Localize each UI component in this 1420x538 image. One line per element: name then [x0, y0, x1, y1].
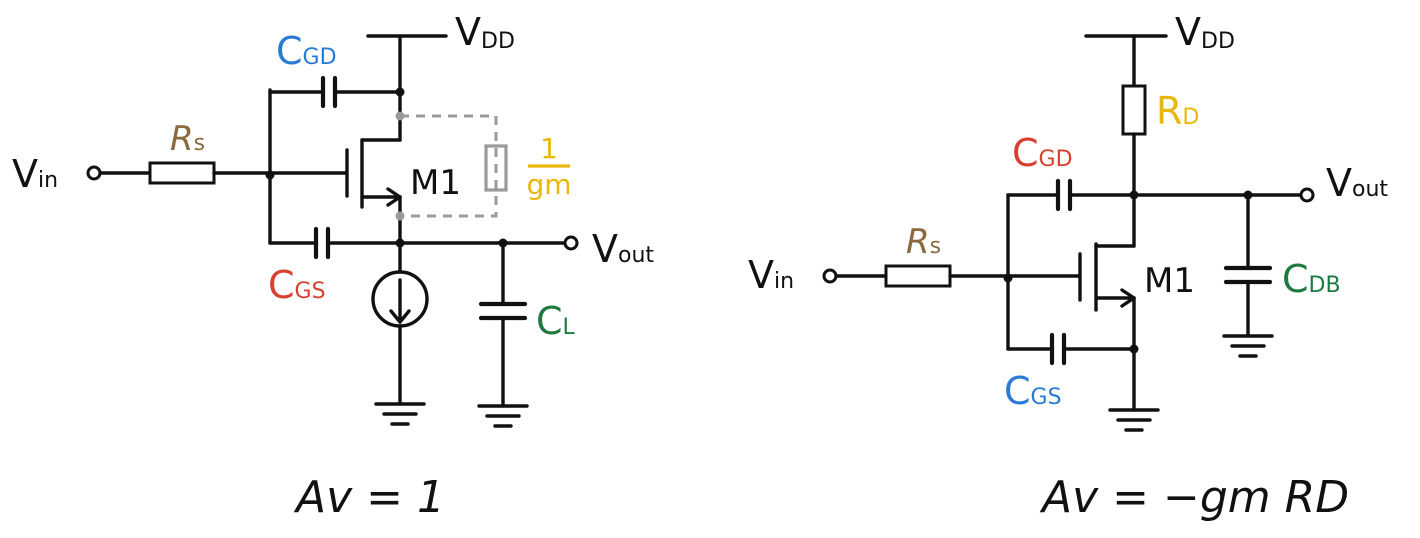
- gm-fraction-denominator: gm: [526, 168, 571, 201]
- vout-label-left: Vout: [592, 227, 654, 271]
- vdd-rail-right: [1084, 34, 1168, 248]
- gain-equation-right: Av = −gm RD: [1039, 472, 1349, 523]
- gm-fraction-numerator: 1: [540, 132, 558, 165]
- vdd-label-right: VDD: [1175, 10, 1235, 54]
- vin-label-right: Vin: [748, 253, 794, 297]
- vin-label-left: Vin: [12, 152, 58, 196]
- source-follower-circuit: VDD Vin Vout Rs CGD CGS CL M1 1 gm Av = …: [12, 10, 654, 523]
- rd-label-right: RD: [1156, 89, 1199, 133]
- output-path-left: [371, 235, 579, 428]
- rs-label-left: Rs: [170, 119, 205, 159]
- vdd-label-left: VDD: [455, 10, 515, 54]
- rs-label-right: Rs: [906, 222, 941, 262]
- vin-terminal-right[interactable]: [822, 268, 838, 284]
- mosfet-m1-right: [1078, 242, 1160, 432]
- rd-resistor-right: [1121, 84, 1147, 136]
- gain-equation-left: Av = 1: [293, 472, 445, 523]
- ground-icon: [1222, 334, 1274, 358]
- cl-label-left: CL: [536, 299, 576, 343]
- vout-terminal-left[interactable]: [563, 235, 579, 251]
- m1-label-right: M1: [1144, 261, 1195, 301]
- gm-resistor-icon: [484, 144, 508, 192]
- mosfet-m1-left: [345, 87, 405, 245]
- rs-resistor-left: [148, 161, 216, 185]
- cgs-label-left: CGS: [268, 263, 326, 307]
- cgd-label-left: CGD: [276, 29, 337, 73]
- vout-label-right: Vout: [1326, 161, 1388, 205]
- gm-equivalent-left: [395, 111, 508, 221]
- input-path-left: [86, 161, 347, 185]
- output-path-right: [1129, 187, 1315, 358]
- ground-icon: [1108, 408, 1160, 432]
- vdd-rail-left: [366, 34, 448, 142]
- common-source-circuit: VDD Vin Vout Rs RD CGD CGS CDB M1 Av = −…: [748, 10, 1388, 523]
- gate-caps-left: [268, 75, 402, 260]
- rs-resistor-right: [884, 264, 952, 288]
- vin-terminal-left[interactable]: [86, 165, 102, 181]
- cgd-label-right: CGD: [1012, 131, 1073, 175]
- cgs-label-right: CGS: [1004, 369, 1062, 413]
- gate-caps-right: [1006, 178, 1136, 366]
- vout-terminal-right[interactable]: [1299, 187, 1315, 203]
- input-path-right: [822, 264, 1080, 288]
- ground-icon: [477, 404, 529, 428]
- cdb-label-right: CDB: [1282, 257, 1341, 301]
- m1-label-left: M1: [410, 163, 461, 203]
- ground-icon: [374, 402, 426, 426]
